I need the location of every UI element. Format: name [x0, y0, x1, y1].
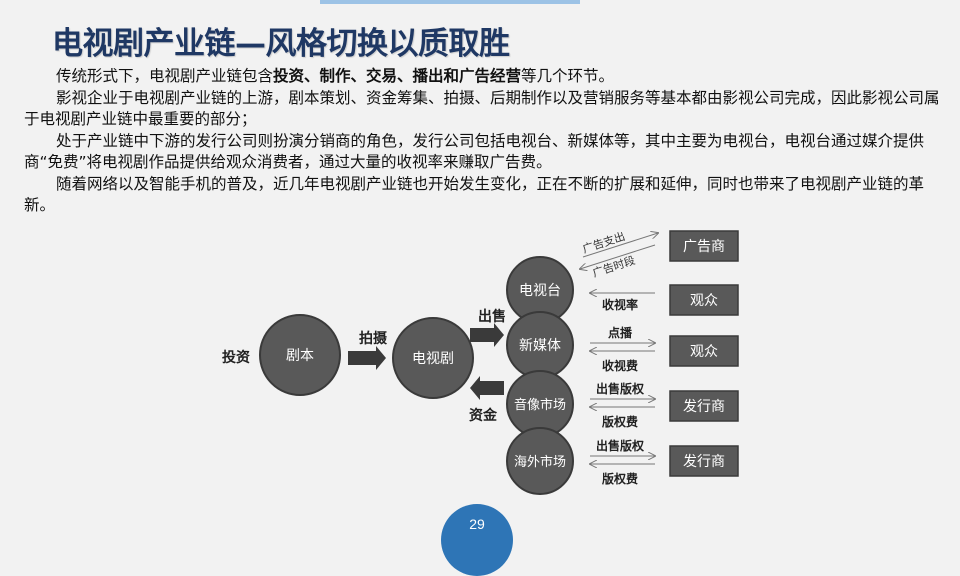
- distributor-box-2: [669, 445, 739, 477]
- distributor-label-2: 发行商: [683, 454, 725, 470]
- paragraph-1: 传统形式下，电视剧产业链包含投资、制作、交易、播出和广告经营等几个环节。: [24, 66, 944, 88]
- audience-box-1: [669, 284, 739, 316]
- slide: 电视剧产业链—风格切换以质取胜 传统形式下，电视剧产业链包含投资、制作、交易、播…: [24, 0, 944, 576]
- funds-arrow: [470, 376, 504, 400]
- paragraph-2: 影视企业于电视剧产业链的上游，剧本策划、资金筹集、拍摄、后期制作以及营销服务等基…: [24, 88, 940, 129]
- on-demand-label: 点播: [608, 325, 633, 340]
- invest-label: 投资: [222, 349, 250, 366]
- p1-bold-text: 投资、制作、交易、播出和广告经营: [273, 67, 522, 85]
- distributor-box-1: [669, 390, 739, 422]
- slide-title: 电视剧产业链—风格切换以质取胜: [52, 26, 510, 62]
- funds-label: 资金: [469, 407, 498, 424]
- p1-text: 传统形式下，电视剧产业链包含: [56, 67, 274, 85]
- diagram-svg: 投资 剧本 拍摄 电视剧 出售 资金 电视台 新媒体 音像市场: [222, 229, 739, 495]
- av-market-label: 音像市场: [514, 397, 566, 413]
- sell-rights-label-1: 出售版权: [596, 381, 645, 396]
- ad-slot-label: 广告时段: [591, 253, 637, 280]
- audience-label-1: 观众: [690, 293, 718, 309]
- sell-arrow: [470, 323, 504, 347]
- overseas-label: 海外市场: [514, 454, 566, 470]
- rights-fee-label-2: 版权费: [602, 471, 638, 486]
- advertiser-box: [669, 230, 739, 262]
- paragraph-4: 随着网络以及智能手机的普及，近几年电视剧产业链也开始发生变化，正在不断的扩展和延…: [24, 174, 925, 215]
- audience-label-2: 观众: [690, 344, 718, 360]
- drama-label: 电视剧: [412, 351, 454, 367]
- new-media-label: 新媒体: [519, 338, 561, 354]
- script-node: [259, 314, 341, 396]
- ad-spend-label: 广告支出: [581, 229, 627, 256]
- body-text: 传统形式下，电视剧产业链包含投资、制作、交易、播出和广告经营等几个环节。 影视企…: [24, 66, 944, 217]
- shoot-label: 拍摄: [359, 330, 388, 347]
- view-fee-label: 收视费: [602, 358, 638, 373]
- ad-slot-arrow: [580, 244, 656, 269]
- p1-text-end: 等几个环节。: [521, 67, 615, 85]
- ratings-label: 收视率: [602, 297, 638, 312]
- advertiser-label: 广告商: [683, 239, 725, 255]
- sell-label: 出售: [478, 308, 506, 325]
- rights-fee-label-1: 版权费: [602, 414, 638, 429]
- top-accent-bar: [320, 0, 580, 4]
- distributor-label-1: 发行商: [683, 399, 725, 415]
- industry-chain-diagram: 投资 剧本 拍摄 电视剧 出售 资金 电视台 新媒体 音像市场: [200, 215, 760, 495]
- ad-spend-arrow: [582, 233, 658, 258]
- sell-rights-label-2: 出售版权: [596, 438, 645, 453]
- paragraph-3: 处于产业链中下游的发行公司则扮演分销商的角色，发行公司包括电视台、新媒体等，其中…: [24, 131, 925, 172]
- audience-box-2: [669, 335, 739, 367]
- drama-node: [392, 317, 474, 399]
- page-number-badge: 29: [441, 504, 513, 576]
- tv-label: 电视台: [519, 283, 561, 299]
- shoot-arrow: [348, 346, 386, 370]
- overseas-node: [506, 427, 574, 495]
- script-label: 剧本: [286, 348, 314, 364]
- page-number: 29: [469, 516, 485, 532]
